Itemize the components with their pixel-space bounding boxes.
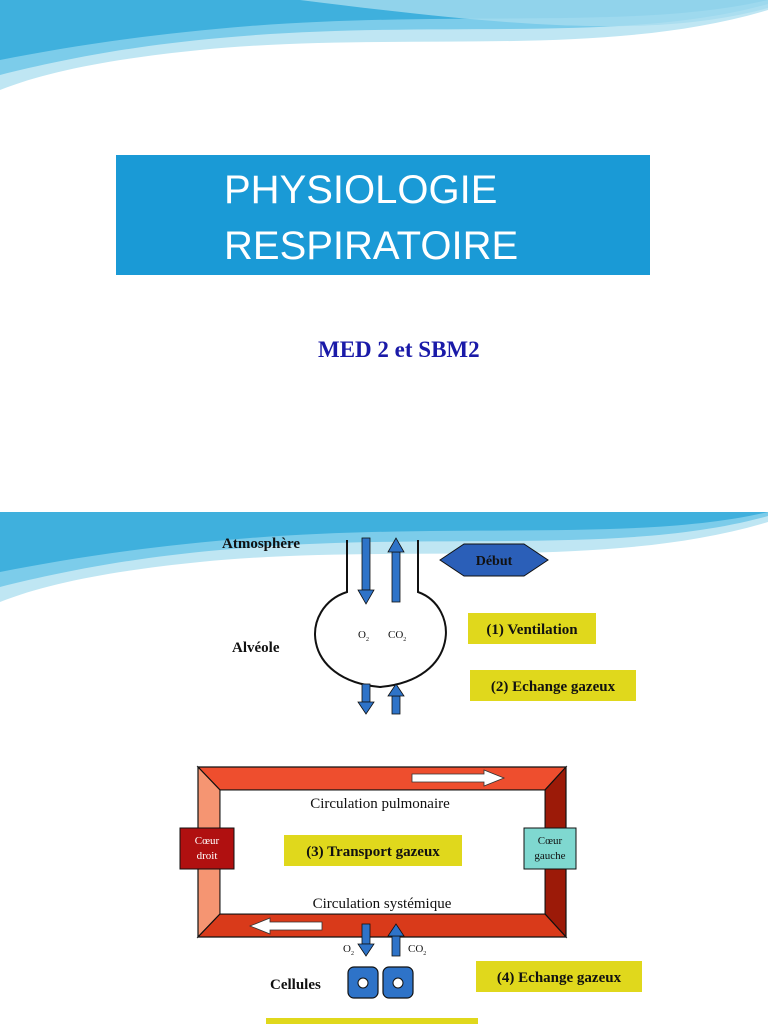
cellules-label: Cellules: [270, 977, 321, 993]
alveole-co2: CO2: [388, 629, 406, 643]
cells-co2: CO2: [408, 943, 426, 957]
decorative-wave: [0, 0, 768, 90]
step2-box: [470, 670, 636, 701]
circ-systemique-label: Circulation systémique: [313, 896, 452, 912]
coeur-droit-box: [179, 827, 235, 870]
title-line-2: RESPIRATOIRE: [224, 224, 519, 268]
cell-2: [382, 966, 414, 999]
slide-diagram: Atmosphère Alvéole O2 CO2 Début (1) Vent…: [0, 512, 768, 1024]
arrow-co2-out: [387, 537, 405, 603]
alveole-o2: O2: [358, 629, 369, 643]
step5-box-partial: [266, 1018, 478, 1024]
coeur-gauche-line1: Cœur: [538, 835, 563, 847]
coeur-gauche-box: [523, 827, 577, 870]
step2-label: (2) Echange gazeux: [491, 679, 616, 695]
step4-box: [476, 961, 642, 992]
step3-label: (3) Transport gazeux: [306, 844, 440, 860]
arrow-alveole-down: [357, 683, 375, 715]
coeur-droit-line2: droit: [197, 850, 218, 862]
coeur-gauche-line2: gauche: [534, 850, 565, 862]
cell-1: [347, 966, 379, 999]
arrow-flow-right: [411, 769, 506, 787]
step3-box: [284, 835, 462, 866]
coeur-droit-line1: Cœur: [195, 835, 220, 847]
arrow-o2-in: [357, 537, 375, 605]
arrow-alveole-up: [387, 683, 405, 715]
atmosphere-label: Atmosphère: [222, 536, 300, 552]
step1-box: [468, 613, 596, 644]
circ-pulmonaire-label: Circulation pulmonaire: [310, 796, 450, 812]
title-box: PHYSIOLOGIE RESPIRATOIRE: [116, 155, 650, 275]
slide-title: PHYSIOLOGIE RESPIRATOIRE MED 2 et SBM2: [0, 0, 768, 362]
step1-label: (1) Ventilation: [486, 622, 578, 638]
alveolus-outline: [314, 540, 447, 689]
arrow-flow-left: [248, 917, 323, 935]
step4-label: (4) Echange gazeux: [497, 970, 622, 986]
debut-diamond: Début: [439, 543, 549, 577]
title-line-1: PHYSIOLOGIE: [224, 168, 498, 212]
respiration-diagram: Atmosphère Alvéole O2 CO2 Début (1) Vent…: [179, 536, 642, 1024]
arrow-cells-down: [357, 923, 375, 957]
decorative-wave: [0, 512, 768, 602]
cells-o2: O2: [343, 943, 354, 957]
alveole-label: Alvéole: [232, 640, 280, 656]
debut-label: Début: [476, 554, 513, 569]
subtitle: MED 2 et SBM2: [318, 337, 480, 362]
arrow-cells-up: [387, 923, 405, 957]
